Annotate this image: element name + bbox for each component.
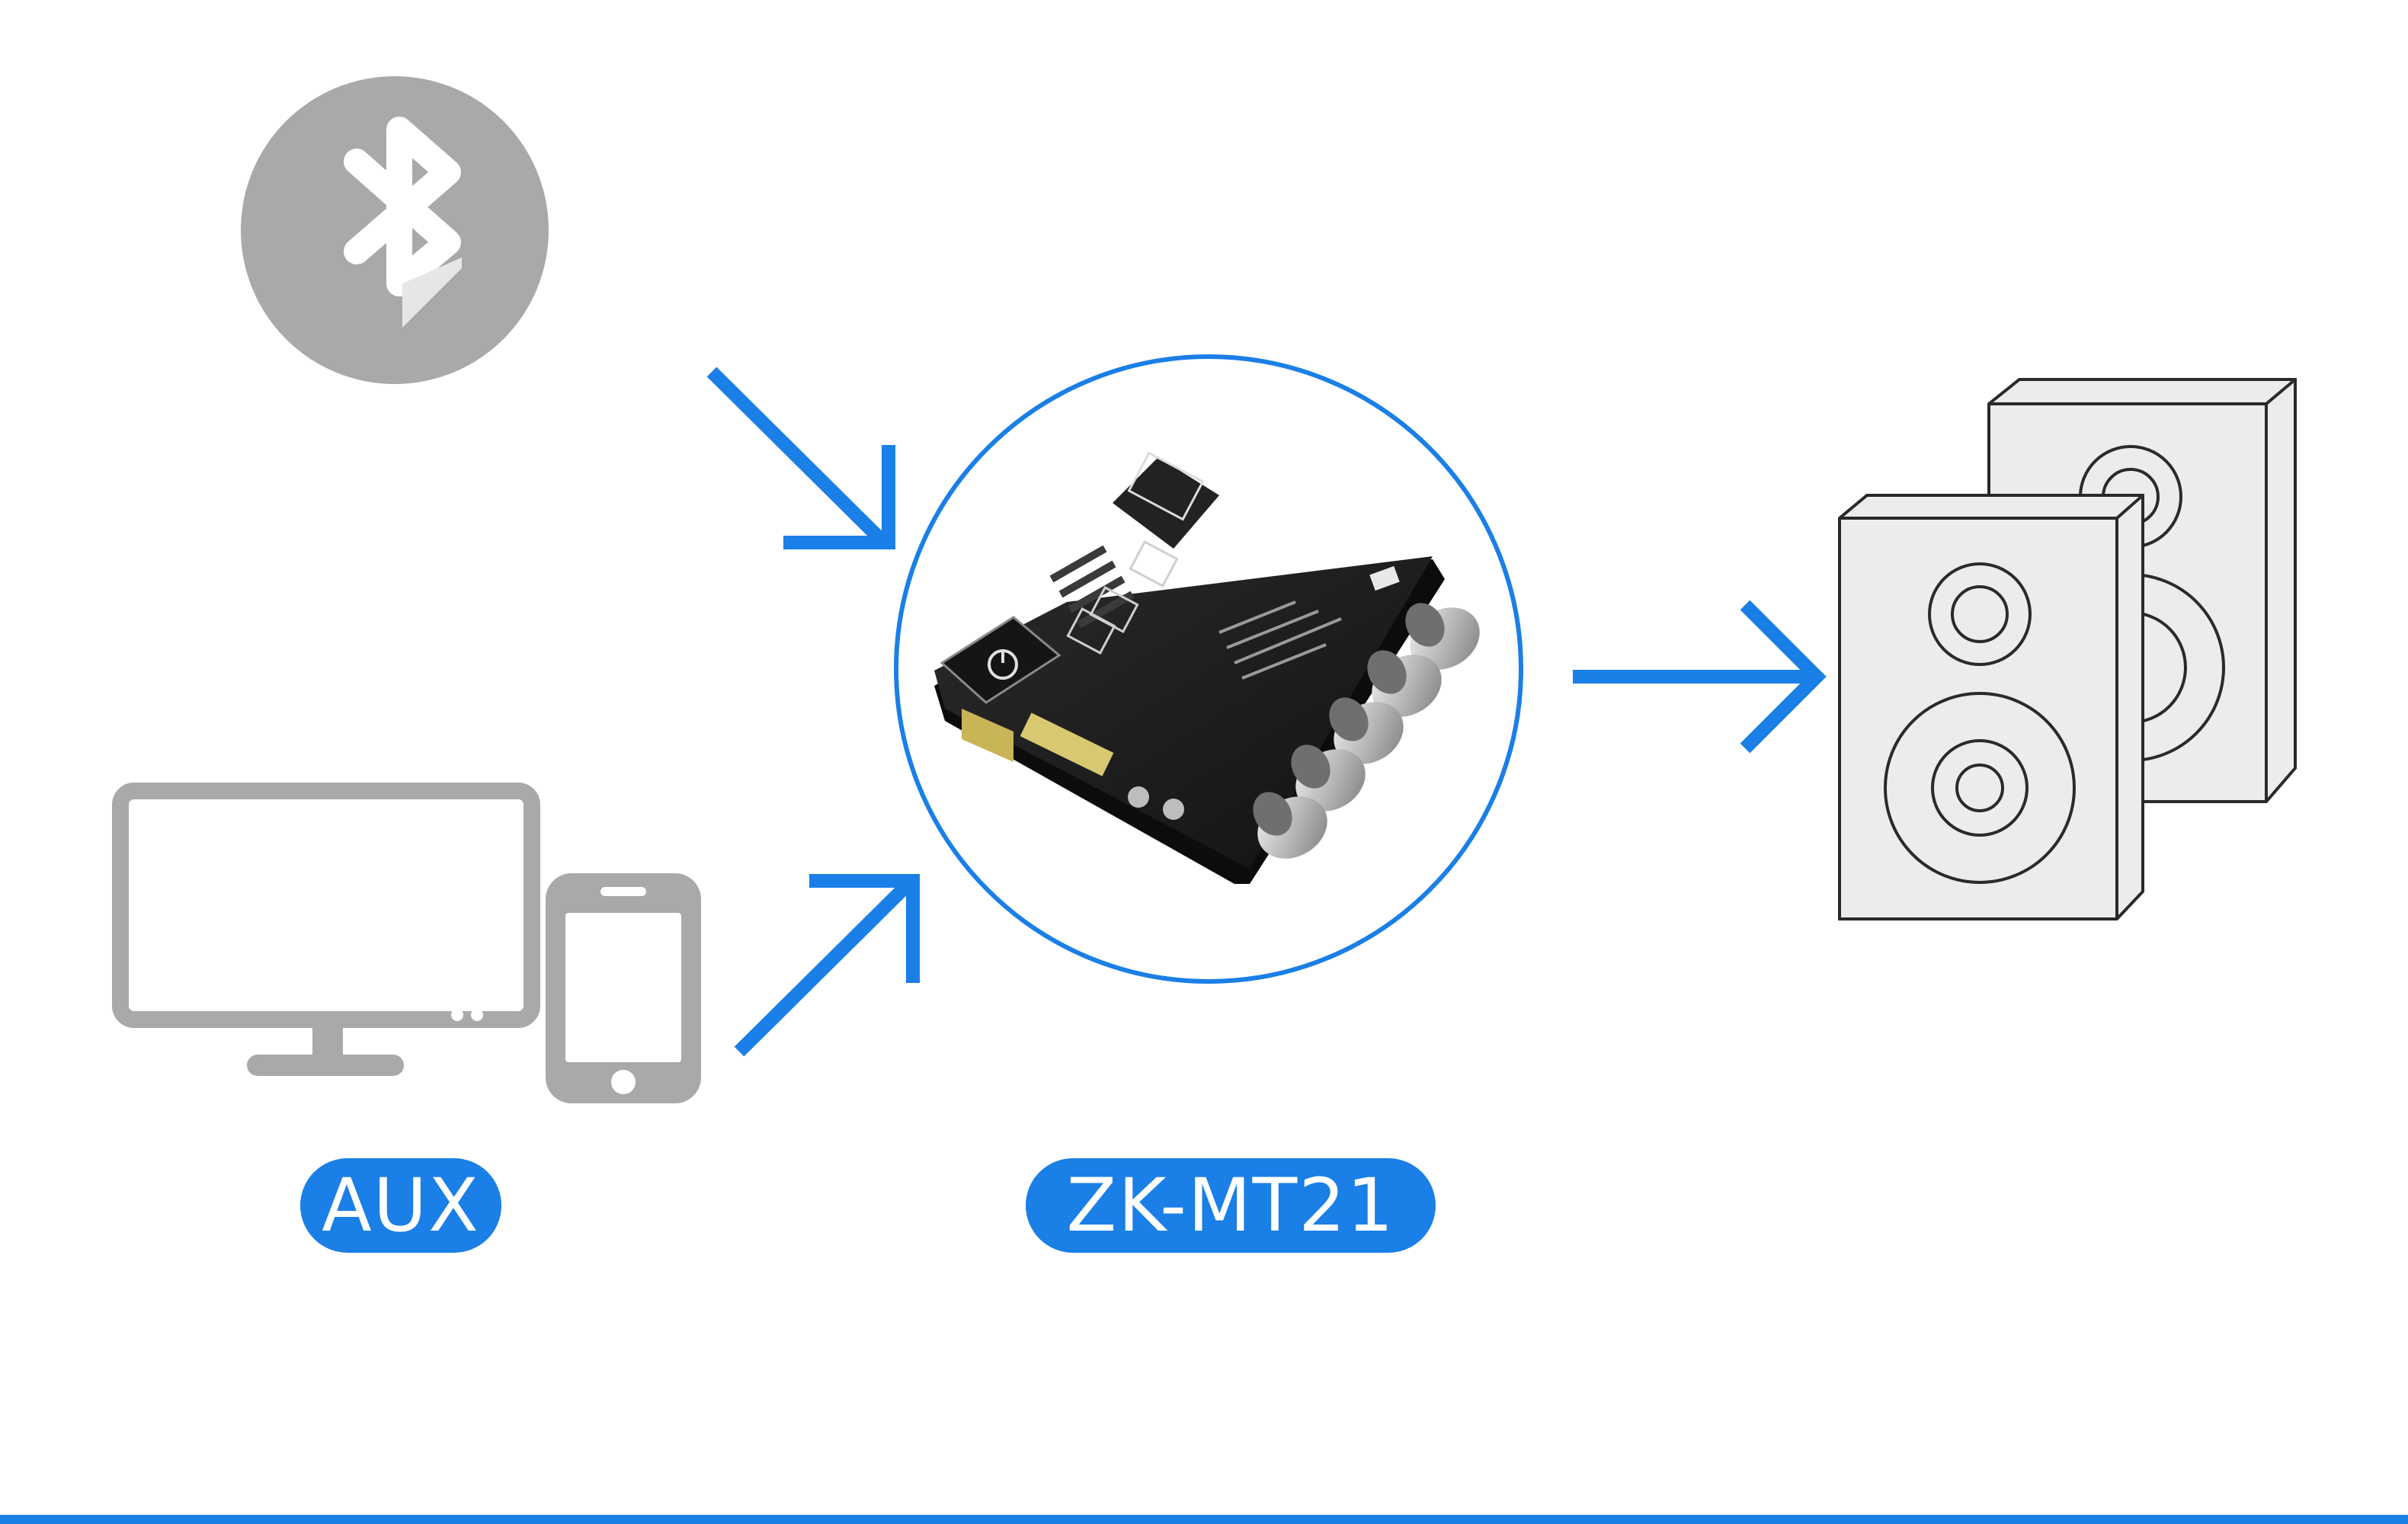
model-label: ZK-MT21	[1026, 1158, 1436, 1253]
bluetooth-icon	[241, 76, 549, 384]
arrow-aux-to-board	[734, 874, 920, 1057]
arrow-bluetooth-to-board	[706, 367, 895, 549]
aux-label: AUX	[300, 1158, 501, 1253]
monitor-icon	[112, 783, 540, 1076]
bottom-divider	[0, 1515, 2408, 1524]
smartphone-icon	[546, 873, 701, 1103]
amplifier-board-image	[894, 354, 1523, 984]
speakers-icon	[1838, 378, 2297, 920]
arrow-board-to-speakers	[1573, 600, 1827, 754]
